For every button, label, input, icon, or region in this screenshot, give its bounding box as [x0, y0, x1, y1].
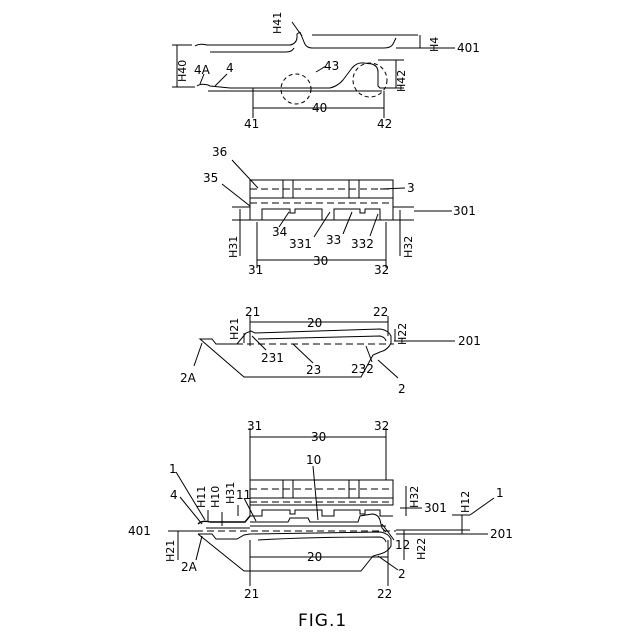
ref-34: 34	[272, 225, 287, 239]
ref-43: 43	[324, 59, 339, 73]
ref-3: 3	[407, 181, 415, 195]
label-h31: H31	[227, 236, 240, 258]
ref-31-b: 31	[247, 419, 262, 433]
ref-30-b: 30	[311, 430, 326, 444]
label-h4: H4	[428, 37, 441, 52]
ref-2a: 2A	[180, 371, 197, 385]
ref-2a-b: 2A	[181, 560, 198, 574]
label-h21: H21	[228, 318, 241, 340]
ref-401-b: 401	[128, 524, 151, 538]
ref-301-b: 301	[424, 501, 447, 515]
ref-4-b: 4	[170, 488, 178, 502]
ref-42: 42	[377, 117, 392, 131]
ref-401: 401	[457, 41, 480, 55]
label-h42: H42	[395, 70, 408, 92]
label-h10: H10	[209, 486, 222, 508]
ref-2-b: 2	[398, 567, 406, 581]
ref-1-right: 1	[496, 486, 504, 500]
ref-21: 21	[245, 305, 260, 319]
ref-23: 23	[306, 363, 321, 377]
ref-32-b: 32	[374, 419, 389, 433]
ref-30: 30	[313, 254, 328, 268]
label-h41: H41	[271, 12, 284, 34]
ref-36: 36	[212, 145, 227, 159]
ref-332: 332	[351, 237, 374, 251]
figure-caption: FIG.1	[298, 611, 347, 631]
ref-201-b: 201	[490, 527, 513, 541]
ref-231: 231	[261, 351, 284, 365]
label-h22: H22	[396, 323, 409, 345]
ref-10: 10	[306, 453, 321, 467]
view-1: 31 30 32 10 1 H11 H10 H31 4 11 H32 301 H…	[128, 419, 513, 601]
label-h22-b: H22	[415, 538, 428, 560]
ref-201: 201	[458, 334, 481, 348]
ref-331: 331	[289, 237, 312, 251]
label-h32: H32	[402, 236, 415, 258]
view-3: 36 35 3 301 34 H31 331 33 332 H32 31 30 …	[203, 145, 476, 277]
label-h21-b: H21	[164, 540, 177, 562]
ref-22-b: 22	[377, 587, 392, 601]
label-h11: H11	[195, 486, 208, 508]
ref-20-b: 20	[307, 550, 322, 564]
ref-21-b: 21	[244, 587, 259, 601]
ref-22: 22	[373, 305, 388, 319]
ref-4: 4	[226, 61, 234, 75]
label-h12: H12	[459, 491, 472, 513]
ref-232: 232	[351, 362, 374, 376]
ref-33: 33	[326, 233, 341, 247]
view-2: 21 20 22 H21 H22 201 231 23 232 2A 2	[180, 305, 481, 396]
ref-1-left: 1	[169, 462, 177, 476]
view-4: H41 H4 401 H40 4A 4 43 H42 40 41 42	[172, 12, 480, 131]
ref-32: 32	[374, 263, 389, 277]
ref-41: 41	[244, 117, 259, 131]
label-h32-b: H32	[408, 486, 421, 508]
ref-20: 20	[307, 316, 322, 330]
ref-4a: 4A	[194, 63, 211, 77]
ref-12: 12	[395, 538, 410, 552]
ref-40: 40	[312, 101, 327, 115]
ref-2: 2	[398, 382, 406, 396]
ref-11: 11	[236, 488, 251, 502]
ref-301: 301	[453, 204, 476, 218]
ref-35: 35	[203, 171, 218, 185]
label-h40: H40	[176, 60, 189, 82]
ref-31: 31	[248, 263, 263, 277]
